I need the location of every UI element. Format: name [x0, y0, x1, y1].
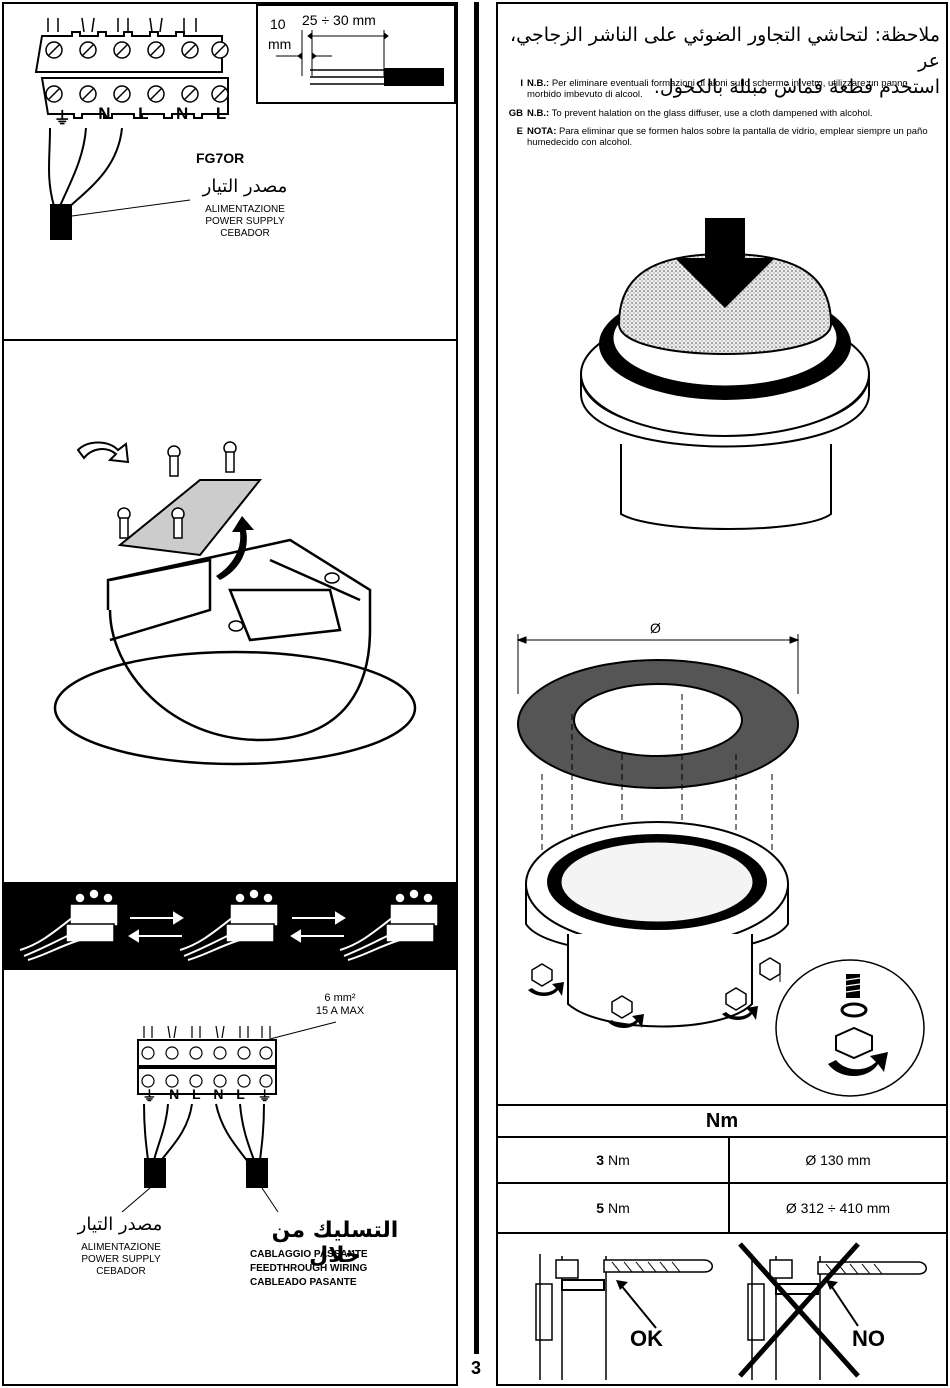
power-label: POWER SUPPLY [205, 216, 285, 227]
strip-length-box [256, 4, 456, 104]
terminal-label: N [176, 104, 189, 123]
table-rule [496, 1136, 948, 1138]
feedthrough-label: CABLAGGIO PASSANTE FEEDTHROUGH WIRING CA… [250, 1248, 430, 1290]
left-divider-2 [2, 968, 458, 970]
terminal-label: L [236, 1086, 245, 1102]
arabic-power-label-bottom: مصدر التيار [77, 1214, 163, 1235]
ring-fixing-illustration [516, 634, 925, 1097]
arabic-note-line: ملاحظة: لتحاشي التجاور الضوئي على الناشر… [510, 24, 940, 72]
note-english: GB N.B.: To prevent halation on the glas… [505, 108, 937, 120]
terminal-label: L [192, 1086, 201, 1102]
terminal-block-bottom [137, 1021, 337, 1095]
connector-sequence-illustration [19, 888, 439, 961]
note-title: N.B.: [527, 78, 550, 89]
terminal-label: L [138, 104, 149, 123]
note-title: N.B.: [527, 108, 550, 119]
diameter-cell: Ø 312 ÷ 410 mm [785, 1200, 891, 1216]
terminal-label-row-top: ⏚ N L N L [40, 104, 240, 129]
note-italian: I N.B.: Per eliminare eventuali formazio… [505, 78, 937, 102]
diameter-cell: Ø 130 mm [805, 1152, 871, 1168]
housing-assembly-illustration [53, 441, 417, 766]
terminal-label: L [215, 104, 227, 123]
mounting-ok-illustration [535, 1254, 713, 1380]
note-code: I [520, 78, 523, 89]
power-label: CEBADOR [220, 228, 270, 239]
center-rule [474, 2, 479, 1354]
arabic-note: ملاحظة: لتحاشي التجاور الضوئي على الناشر… [500, 22, 940, 100]
table-header: Nm [705, 1109, 739, 1132]
note-text: Para eliminar que se formen halos sobre … [527, 126, 928, 148]
power-label: CEBADOR [96, 1266, 146, 1277]
wire-spec: 6 mm² 15 A MAX [290, 992, 390, 1018]
note-spanish: E NOTA: Para eliminar que se formen halo… [505, 126, 937, 150]
feed-label: CABLEADO PASANTE [250, 1277, 357, 1288]
dim-left-value: 10 [270, 16, 286, 32]
feed-label: CABLAGGIO PASSANTE [250, 1249, 368, 1260]
terminal-label: N [213, 1086, 224, 1102]
dim-left-unit: mm [268, 36, 292, 52]
ok-label: OK [630, 1326, 663, 1351]
torque-cell: 5 Nm [498, 1184, 728, 1232]
torque-value: 3 [596, 1152, 605, 1168]
arabic-power-label-top: مصدر التيار [202, 176, 288, 197]
table-rule [496, 1182, 948, 1184]
terminal-block-top [34, 17, 229, 119]
wire-section: 6 mm² [324, 992, 356, 1004]
note-code: E [516, 126, 523, 137]
strip-length-drawing [276, 30, 444, 86]
terminal-label: N [169, 1086, 180, 1102]
table-top-rule [496, 1104, 948, 1106]
table-column-rule [728, 1136, 730, 1232]
feed-label: FEEDTHROUGH WIRING [250, 1263, 368, 1274]
terminal-label: ⏚ [53, 109, 71, 128]
note-code: GB [508, 108, 523, 119]
terminal-label: ⏚ [142, 1088, 157, 1104]
torque-unit: Nm [607, 1152, 630, 1168]
diffuser-cleaning-illustration [580, 218, 870, 530]
power-label: ALIMENTAZIONE [205, 204, 285, 215]
no-label: NO [852, 1326, 885, 1351]
arabic-feedthrough-label: التسليك من خلال [271, 1218, 399, 1268]
power-label: ALIMENTAZIONE [81, 1242, 161, 1253]
cables-bottom [121, 1103, 279, 1213]
note-title: NOTA: [527, 126, 557, 137]
cable-top [48, 127, 191, 240]
wire-current: 15 A MAX [315, 1005, 365, 1017]
mounting-no-illustration [738, 1242, 927, 1380]
left-divider-1 [2, 339, 458, 341]
dim-right-label: 25 ÷ 30 mm [302, 12, 376, 28]
torque-value: 5 [596, 1200, 605, 1216]
power-supply-label-bottom: ALIMENTAZIONE POWER SUPPLY CEBADOR [56, 1242, 186, 1278]
note-text: To prevent halation on the glass diffuse… [551, 108, 873, 119]
power-label: POWER SUPPLY [81, 1254, 161, 1265]
power-supply-label-top: ALIMENTAZIONE POWER SUPPLY CEBADOR [180, 204, 310, 240]
torque-cell: 3 Nm [498, 1138, 728, 1182]
terminal-label: ⏚ [257, 1088, 272, 1104]
terminal-label: N [98, 104, 111, 123]
torque-unit: Nm [607, 1200, 630, 1216]
arabic-note-line: استخدم قطعة قماش مبللة بالكحول. [653, 76, 940, 98]
left-column [2, 2, 458, 1386]
note-text: Per eliminare eventuali formazioni di al… [527, 78, 908, 100]
cable-code: FG7OR [196, 150, 245, 166]
terminal-label-row-bottom: ⏚ N L N L ⏚ [136, 1086, 278, 1106]
page-number: 3 [470, 1358, 481, 1378]
table-rule [496, 1232, 948, 1234]
diameter-symbol: Ø [650, 620, 661, 636]
